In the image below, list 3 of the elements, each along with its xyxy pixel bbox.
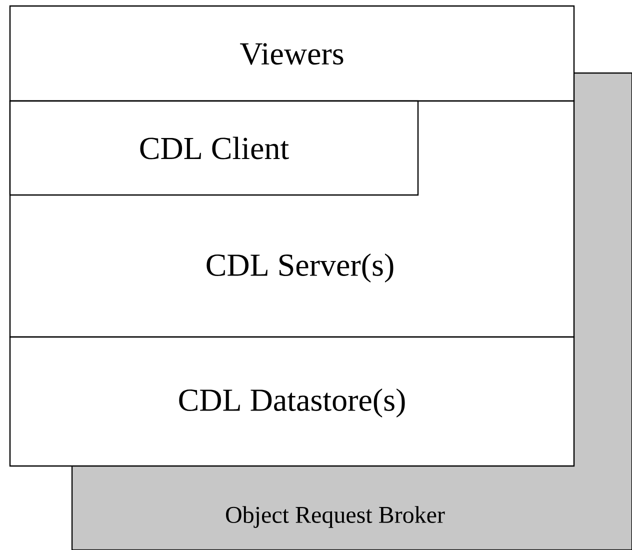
layer-box: Viewers: [9, 5, 575, 102]
layer-box: CDL Datastore(s): [9, 336, 575, 467]
layer-box: CDL Client: [9, 100, 419, 196]
